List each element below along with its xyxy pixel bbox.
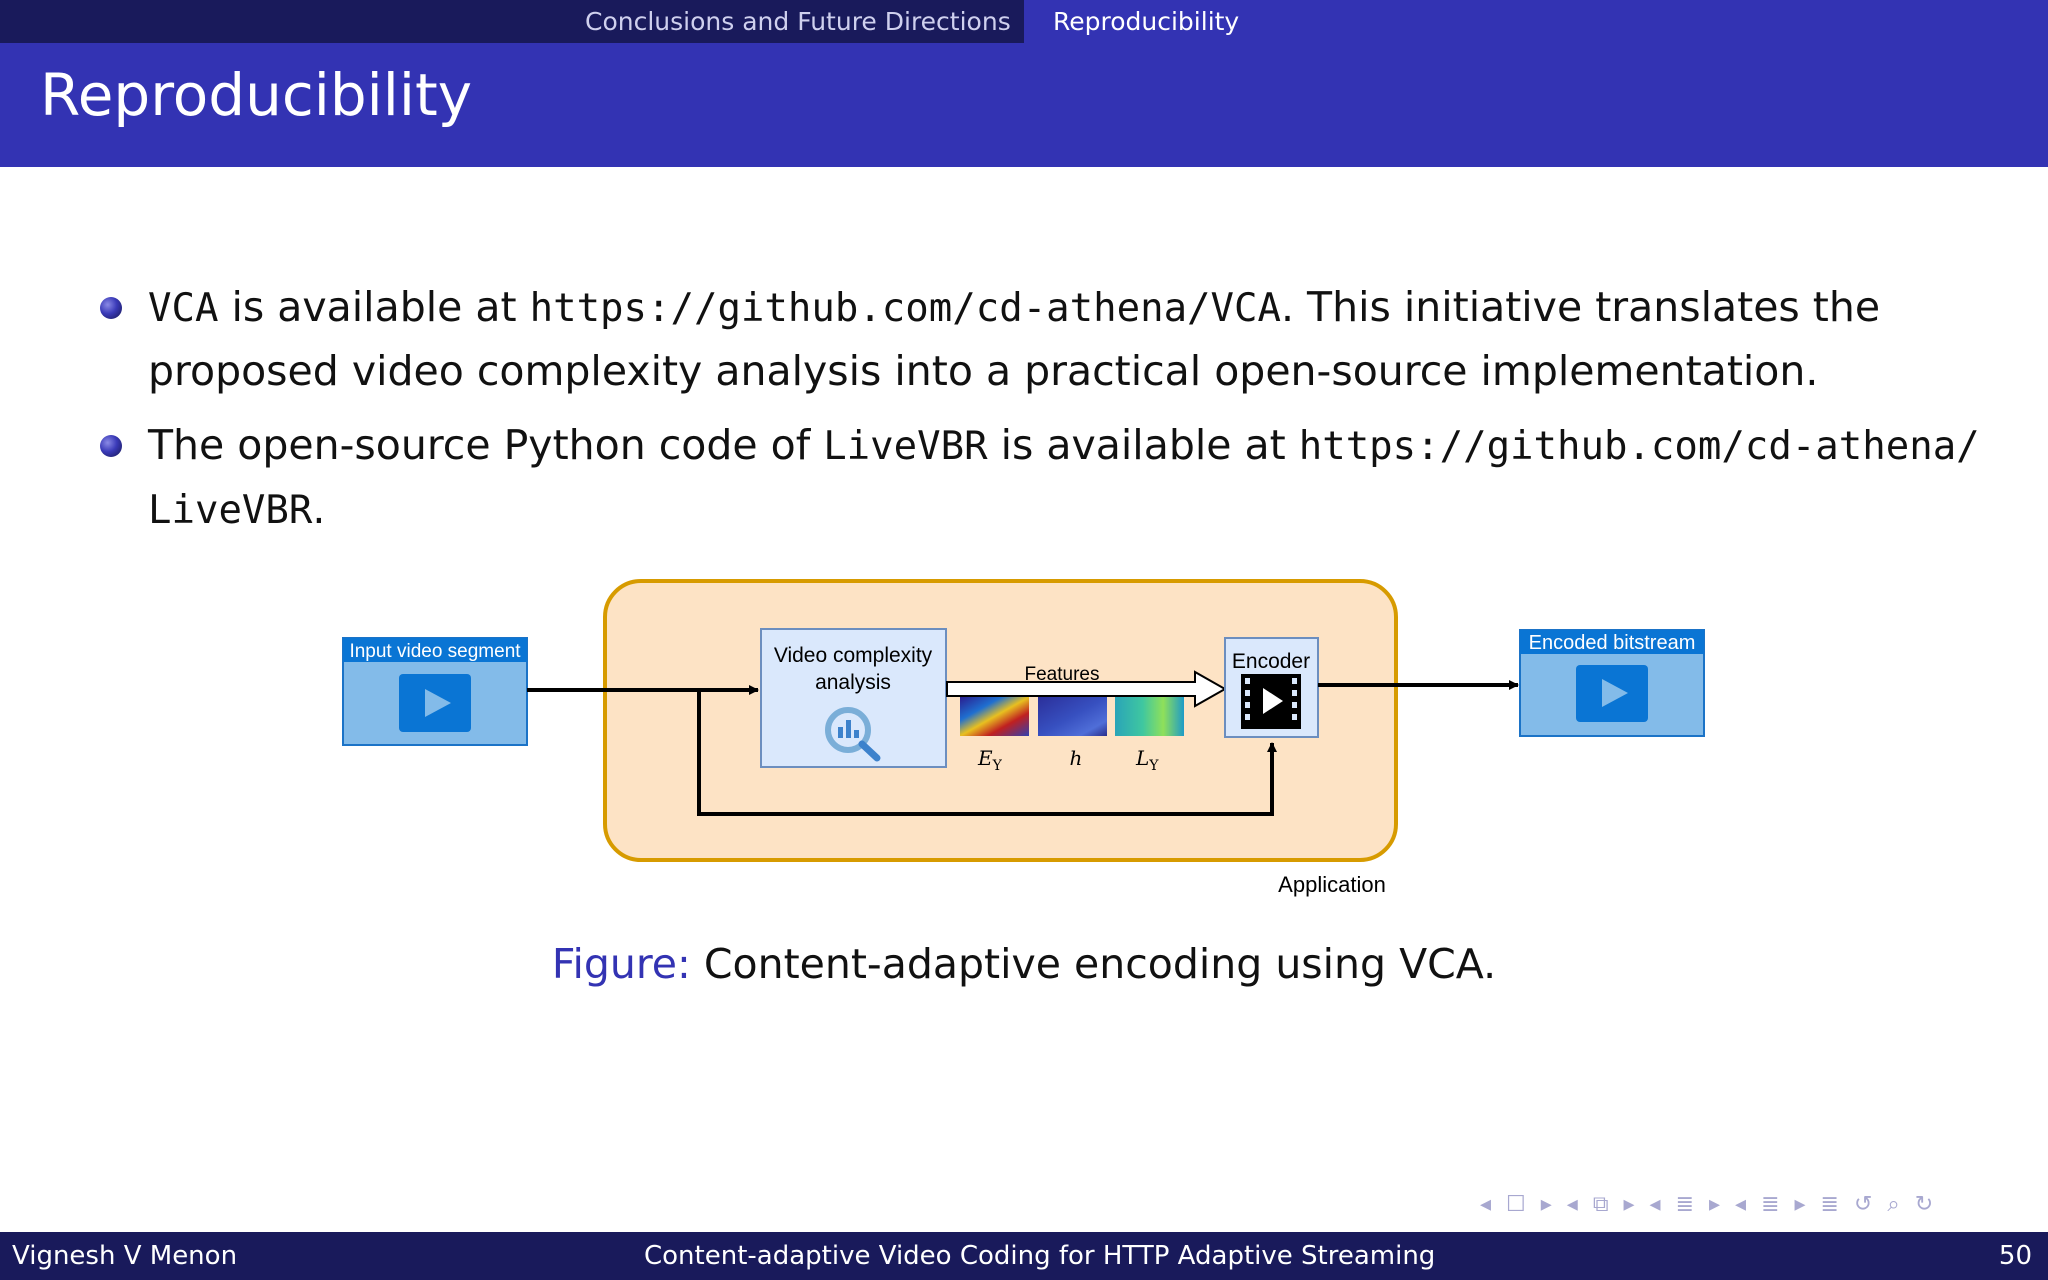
feature-map-ey: [960, 697, 1029, 736]
bullet-text: .: [312, 485, 326, 533]
input-video-segment: Input video segment: [342, 637, 528, 746]
arrow-bypass-to-encoder: [697, 690, 1277, 816]
livevbr-code: LiveVBR: [823, 424, 988, 469]
caption-text: Content-adaptive encoding using VCA.: [690, 940, 1497, 988]
caption-label: Figure:: [551, 940, 691, 988]
feature-map-ly: [1115, 697, 1184, 736]
analytics-magnifier-icon: [825, 707, 881, 762]
frame-title-bar: Reproducibility: [0, 43, 2048, 167]
encoder-label: Encoder: [1232, 650, 1310, 673]
footer-author: Vignesh V Menon: [12, 1241, 238, 1271]
bullet-item-vca: VCA is available at https://github.com/c…: [100, 276, 2040, 402]
encoded-bitstream-label: Encoded bitstream: [1529, 632, 1696, 654]
footer-bar: Vignesh V Menon Content-adaptive Video C…: [0, 1232, 2048, 1280]
vca-box: Video complexity analysis: [760, 628, 947, 768]
feature-label-ly: LY: [1135, 746, 1159, 774]
nav-section-reproducibility[interactable]: Reproducibility: [1053, 7, 1240, 36]
bullet-text: is available at: [987, 421, 1299, 469]
livevbr-url-link[interactable]: https://github.com/cd-athena/ LiveVBR: [148, 424, 1980, 533]
frame-title: Reproducibility: [40, 61, 473, 129]
feature-label-ey: EY: [977, 746, 1003, 774]
play-icon: [1576, 665, 1648, 722]
header-navigation: Conclusions and Future Directions Reprod…: [0, 0, 2048, 43]
active-section-highlight: [1024, 0, 2048, 43]
bullet-text: is available at: [218, 283, 530, 331]
vca-label-line2: analysis: [815, 671, 891, 694]
beamer-navigation-icons[interactable]: ◂ ☐ ▸ ◂ ⧉ ▸ ◂ ≣ ▸ ◂ ≣ ▸ ≣ ↺ ⌕ ↻: [1480, 1192, 1938, 1217]
nav-section-conclusions[interactable]: Conclusions and Future Directions: [585, 7, 1011, 36]
figure-caption: Figure: Content-adaptive encoding using …: [0, 940, 2048, 988]
footer-title: Content-adaptive Video Coding for HTTP A…: [644, 1241, 1436, 1271]
vca-url-link[interactable]: https://github.com/cd-athena/VCA: [529, 286, 1281, 331]
vca-code: VCA: [148, 286, 219, 331]
feature-label-h: h: [1070, 746, 1083, 770]
encoder-box: Encoder: [1224, 637, 1319, 738]
bullet-ball-icon: [100, 435, 122, 457]
play-icon: [399, 674, 471, 732]
bullet-item-livevbr: The open-source Python code of LiveVBR i…: [100, 414, 2040, 542]
film-clapper-icon: [1241, 674, 1301, 729]
footer-page-number: 50: [1998, 1241, 2032, 1271]
bullet-text: . This initiative translates the propose…: [148, 283, 1881, 395]
bullet-list: VCA is available at https://github.com/c…: [100, 276, 2040, 554]
input-video-label: Input video segment: [349, 641, 521, 662]
bullet-text: The open-source Python code of: [148, 421, 824, 469]
bullet-ball-icon: [100, 297, 122, 319]
features-arrow: [946, 670, 1228, 708]
feature-map-h: [1038, 697, 1107, 736]
application-label: Application: [1278, 872, 1386, 897]
encoded-bitstream: Encoded bitstream: [1519, 629, 1705, 737]
features-label: Features: [1025, 664, 1100, 685]
vca-label-line1: Video complexity: [774, 644, 933, 667]
